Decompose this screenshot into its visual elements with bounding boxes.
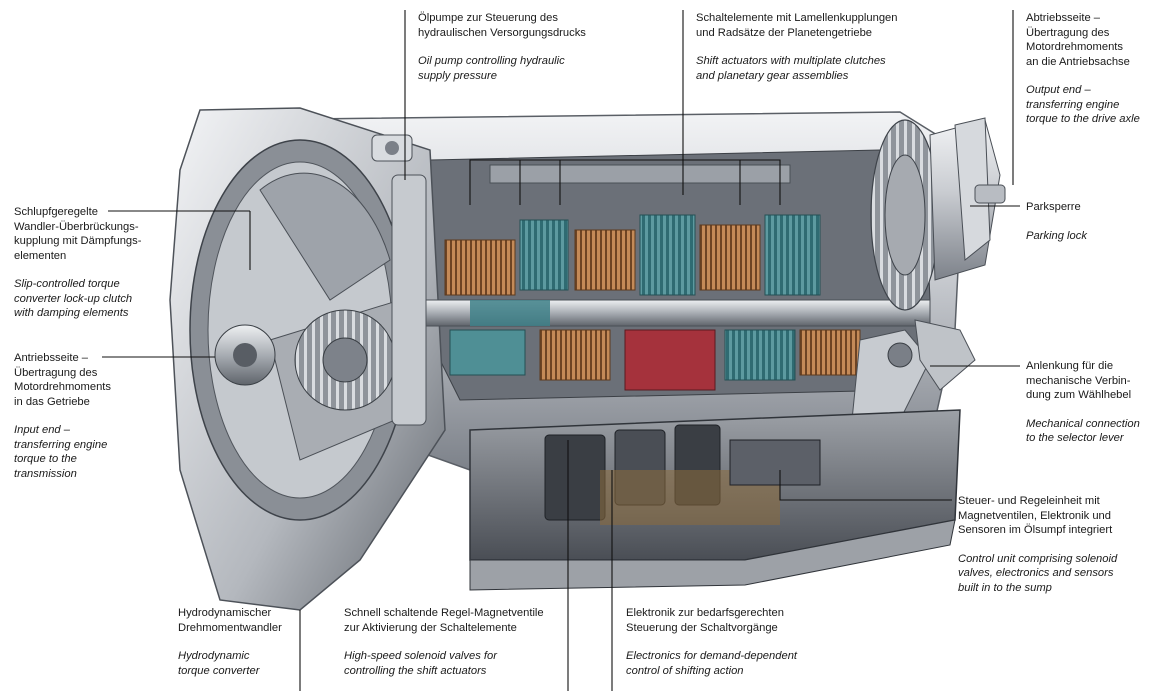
label-electronics: Elektronik zur bedarfsgerechten Steuerun… [626, 606, 797, 678]
selector-linkage [849, 319, 976, 441]
label-torque-converter-en: Hydrodynamic torque converter [178, 650, 260, 677]
label-parking-lock: Parksperre Parking lock [1026, 200, 1087, 243]
label-selector-linkage-en: Mechanical connection to the selector le… [1026, 417, 1140, 445]
label-solenoid-valves: Schnell schaltende Regel-Magnetventile z… [344, 606, 544, 678]
label-oil-pump-en: Oil pump controlling hydraulic supply pr… [418, 55, 565, 82]
label-electronics-de: Elektronik zur bedarfsgerechten Steuerun… [626, 607, 784, 634]
label-input-end-de: Antriebsseite – Übertragung des Motordre… [14, 352, 111, 408]
label-control-unit-de: Steuer- und Regeleinheit mit Magnetventi… [958, 495, 1113, 536]
label-control-unit: Steuer- und Regeleinheit mit Magnetventi… [958, 494, 1117, 595]
label-lockup-clutch-de: Schlupfgeregelte Wandler-Überbrückungs- … [14, 206, 142, 262]
label-solenoid-valves-en: High-speed solenoid valves for controlli… [344, 650, 497, 677]
label-selector-linkage: Anlenkung für die mechanische Verbin- du… [1026, 359, 1140, 446]
label-output-end-de: Abtriebsseite – Übertragung des Motordre… [1026, 12, 1130, 68]
label-torque-converter: Hydrodynamischer Drehmomentwandler Hydro… [178, 606, 282, 678]
label-selector-linkage-de: Anlenkung für die mechanische Verbin- du… [1026, 360, 1132, 401]
label-shift-actuators-en: Shift actuators with multiplate clutches… [696, 55, 886, 82]
oil-pump [371, 134, 427, 426]
label-solenoid-valves-de: Schnell schaltende Regel-Magnetventile z… [344, 607, 544, 634]
label-shift-actuators-de: Schaltelemente mit Lamellenkupplungen un… [696, 12, 898, 39]
label-oil-pump: Ölpumpe zur Steuerung des hydraulischen … [418, 11, 586, 83]
label-parking-lock-en: Parking lock [1026, 229, 1087, 242]
label-lockup-clutch: Schlupfgeregelte Wandler-Überbrückungs- … [14, 205, 141, 321]
label-input-end: Antriebsseite – Übertragung des Motordre… [14, 351, 111, 481]
oil-sump-control-unit [469, 409, 961, 591]
leader-lines [102, 10, 1020, 691]
leader-control-unit [779, 470, 952, 501]
label-control-unit-en: Control unit comprising solenoid valves,… [958, 552, 1118, 594]
label-lockup-clutch-en: Slip-controlled torque converter lock-up… [14, 278, 133, 319]
label-electronics-en: Electronics for demand-dependent control… [626, 650, 798, 677]
label-oil-pump-de: Ölpumpe zur Steuerung des hydraulischen … [418, 12, 586, 39]
label-parking-lock-de: Parksperre [1026, 201, 1081, 213]
clutch-packs [444, 164, 861, 391]
label-torque-converter-de: Hydrodynamischer Drehmomentwandler [178, 607, 282, 634]
label-shift-actuators: Schaltelemente mit Lamellenkupplungen un… [696, 11, 898, 83]
label-output-end-en: Output end – transferring engine torque … [1026, 84, 1140, 125]
label-input-end-en: Input end – transferring engine torque t… [14, 424, 108, 480]
label-output-end: Abtriebsseite – Übertragung des Motordre… [1026, 11, 1140, 127]
output-end [870, 117, 1006, 311]
bell-housing [169, 107, 446, 611]
